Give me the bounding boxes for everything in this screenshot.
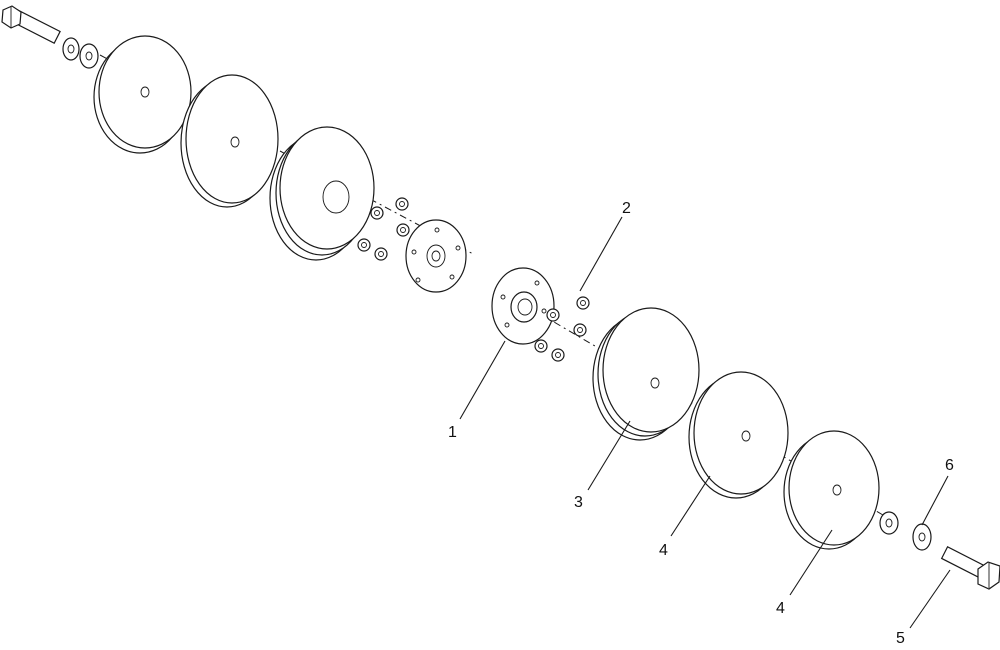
lower-pulley-face — [602, 307, 700, 433]
upper-nuts — [357, 197, 410, 261]
upper-flange-bolt-hole — [455, 245, 461, 251]
callout-1: 1 — [448, 424, 457, 441]
upper-washer-2-hole — [85, 51, 93, 61]
upper-nut-hole — [361, 242, 367, 248]
lower-pulley — [592, 307, 700, 441]
leader-6 — [921, 475, 949, 526]
callout-6: 6 — [945, 457, 954, 474]
leader-lines — [459, 216, 951, 629]
upper-nut-hole — [400, 227, 406, 233]
leader-4b — [789, 529, 833, 596]
upper-nut-hole — [399, 201, 405, 207]
lower-washer-2-hole — [918, 532, 926, 542]
leader-4a — [670, 475, 711, 537]
upper-weight-plate-1 — [93, 35, 192, 154]
lower-plate-1-hole — [741, 430, 751, 442]
leader-1 — [459, 340, 506, 420]
lower-hub-flange — [491, 267, 555, 345]
upper-flange-bolt-hole — [449, 274, 455, 280]
upper-flange-bolt-hole — [411, 249, 417, 255]
lower-plate-1-face — [693, 371, 789, 495]
upper-plate-2-hole — [230, 136, 240, 148]
lower-pulley-bore — [650, 377, 660, 389]
callout-3: 3 — [574, 494, 583, 511]
upper-hub-flange — [405, 219, 467, 293]
lower-flange-bolt-hole — [541, 308, 547, 314]
lower-nut-hole — [577, 327, 583, 333]
upper-bolt-head — [1, 5, 22, 29]
leader-5 — [909, 569, 951, 629]
upper-pulley-bore — [322, 180, 350, 214]
callout-4a: 4 — [659, 542, 668, 559]
upper-nut-hole — [378, 251, 384, 257]
upper-nut-hole — [374, 210, 380, 216]
lower-weight-plate-2 — [783, 430, 880, 550]
leader-3 — [587, 420, 631, 491]
lower-flange-bolt-hole — [504, 322, 510, 328]
upper-washer-1-hole — [67, 44, 75, 54]
leader-2 — [579, 216, 623, 292]
upper-flange-bolt-hole — [415, 277, 421, 283]
upper-bolt — [1, 5, 61, 44]
lower-weight-plate-1 — [688, 371, 789, 499]
lower-plate-2-hole — [832, 484, 842, 496]
lower-flange-hub-inner — [517, 298, 533, 316]
upper-plate-1-hole — [140, 86, 150, 98]
callout-4b: 4 — [776, 600, 785, 617]
upper-flange-bolt-hole — [434, 227, 440, 233]
callout-2: 2 — [622, 200, 631, 217]
lower-nuts — [534, 296, 590, 362]
lower-nut-hole — [550, 312, 556, 318]
lower-nut-hole — [580, 300, 586, 306]
lower-bolt — [940, 546, 1000, 590]
callout-labels: 1 2 3 4 4 5 6 — [448, 200, 954, 647]
upper-weight-plate-2 — [180, 74, 279, 208]
upper-pulley — [269, 126, 375, 261]
lower-washers — [879, 511, 932, 551]
lower-washer-1-hole — [885, 518, 893, 528]
upper-washers — [62, 37, 99, 69]
lower-flange-bolt-hole — [534, 280, 540, 286]
lower-nut-hole — [538, 343, 544, 349]
lower-nut-hole — [555, 352, 561, 358]
callout-5: 5 — [896, 630, 905, 647]
upper-flange-bore — [431, 250, 441, 262]
lower-flange-bolt-hole — [500, 294, 506, 300]
